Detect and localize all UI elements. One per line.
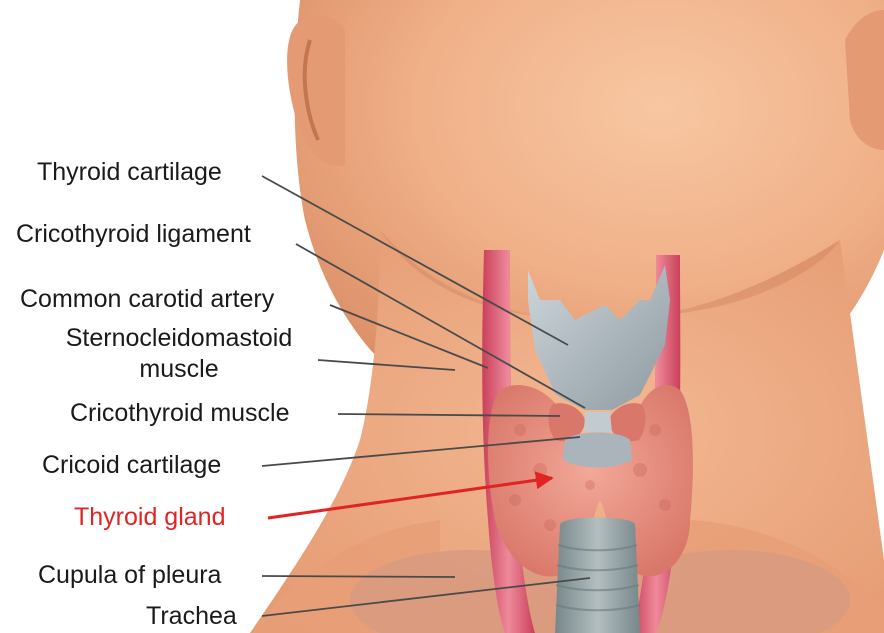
leader-cupula-of-pleura bbox=[262, 576, 455, 577]
label-sternocleidomastoid-line1: Sternocleidomastoid bbox=[46, 324, 312, 353]
label-cricothyroid-ligament: Cricothyroid ligament bbox=[16, 220, 251, 249]
label-trachea: Trachea bbox=[146, 602, 237, 631]
label-cupula-of-pleura: Cupula of pleura bbox=[38, 561, 221, 590]
label-thyroid-cartilage: Thyroid cartilage bbox=[37, 158, 222, 187]
label-sternocleidomastoid-line2: muscle bbox=[46, 355, 312, 384]
label-cricoid-cartilage: Cricoid cartilage bbox=[42, 451, 221, 480]
trachea-shape bbox=[555, 518, 640, 633]
label-thyroid-gland: Thyroid gland bbox=[74, 503, 225, 532]
label-sternocleidomastoid-muscle: Sternocleidomastoid muscle bbox=[46, 324, 312, 384]
label-common-carotid-artery: Common carotid artery bbox=[20, 285, 274, 314]
left-ear bbox=[287, 16, 345, 167]
label-cricothyroid-muscle: Cricothyroid muscle bbox=[70, 399, 290, 428]
